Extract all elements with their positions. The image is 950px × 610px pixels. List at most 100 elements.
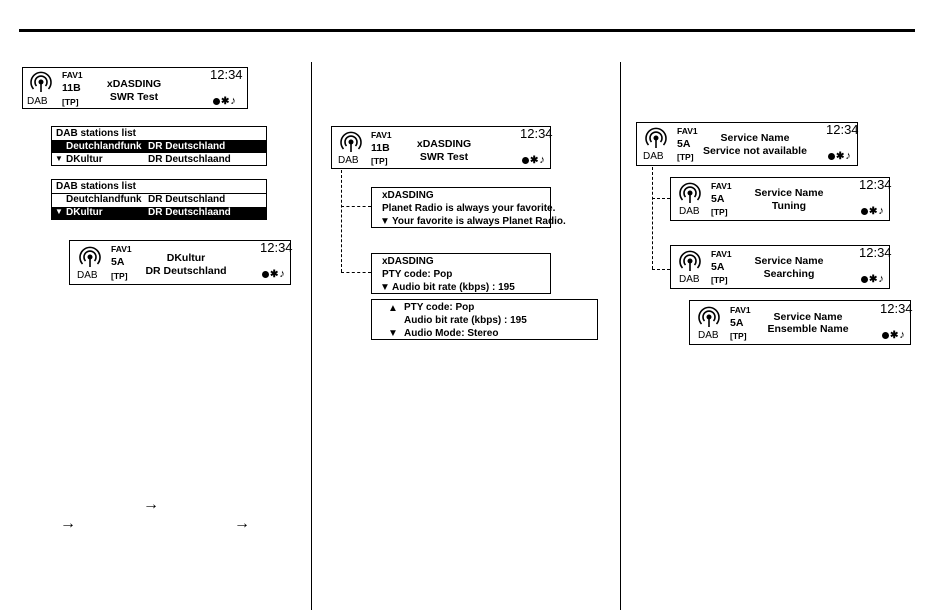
tp-label: [TP]: [730, 331, 747, 341]
status-icons: ✱♪: [882, 329, 905, 341]
fav-label: FAV1: [62, 70, 83, 80]
fav-label: FAV1: [711, 249, 732, 259]
bluetooth-icon: ✱: [869, 205, 878, 217]
bluetooth-icon: ✱: [869, 273, 878, 285]
list-item[interactable]: ▼ DKultur DR Deutschlaand: [52, 154, 266, 166]
fav-label: FAV1: [711, 181, 732, 191]
pty-code: PTY code: Pop: [382, 269, 453, 280]
band-label: DAB: [698, 330, 719, 341]
fav-label: FAV1: [730, 305, 751, 315]
arrow-right-icon: →: [143, 496, 159, 513]
tp-label: [TP]: [371, 156, 388, 166]
radio-wave-icon: [30, 71, 52, 92]
tp-label: [TP]: [711, 207, 728, 217]
channel-label: 11B: [62, 82, 81, 94]
status-icons: ✱♪: [861, 273, 884, 285]
status-icons: ✱♪: [828, 150, 851, 162]
scroll-down-icon: ▼: [55, 207, 63, 216]
cd-icon: [262, 270, 269, 278]
station-name: DKultur: [66, 154, 103, 165]
radio-display-ensemble: DAB FAV1 5A [TP] Service Name Ensemble N…: [689, 300, 913, 345]
channel-label: 5A: [111, 256, 125, 268]
cd-icon: [861, 275, 868, 283]
info-panel-pty: xDASDING PTY code: Pop ▼ Audio bit rate …: [371, 253, 551, 294]
ensemble-name: DR Deutschland: [148, 194, 226, 205]
service-status: Searching: [763, 268, 815, 280]
music-note-icon: ♪: [279, 268, 285, 280]
service-status: Tuning: [771, 200, 807, 212]
ensemble-name: DR Deutschland: [148, 141, 226, 152]
radio-display-xdasding: DAB FAV1 11B [TP] xDASDING SWR Test 12:3…: [331, 126, 553, 169]
service-name: Service Name: [773, 311, 843, 323]
bluetooth-icon: ✱: [221, 95, 230, 107]
cd-icon: [213, 97, 220, 105]
band-label: DAB: [27, 96, 48, 107]
status-icons: ✱♪: [262, 268, 285, 280]
clock: 12:34: [210, 67, 243, 82]
service-name: Service Name: [720, 132, 790, 144]
channel-label: 5A: [730, 317, 744, 329]
fav-label: FAV1: [371, 130, 392, 140]
station-subtitle: DR Deutschland: [145, 265, 227, 277]
radio-wave-icon: [645, 127, 667, 148]
music-note-icon: ♪: [230, 95, 236, 107]
station-subtitle: SWR Test: [109, 91, 159, 103]
music-note-icon: ♪: [878, 205, 884, 217]
stations-list-1: DAB stations list Deutchlandfunk DR Deut…: [51, 126, 267, 166]
bluetooth-icon: ✱: [270, 268, 279, 280]
stations-list-2: DAB stations list Deutchlandfunk DR Deut…: [51, 179, 267, 220]
radio-display-tuning: DAB FAV1 5A [TP] Service Name Tuning 12:…: [670, 177, 892, 221]
arrow-right-icon: →: [234, 515, 250, 532]
station-name: Deutchlandfunk: [66, 141, 142, 152]
service-status: Service not available: [703, 145, 807, 157]
fav-label: FAV1: [111, 244, 132, 254]
scroll-up-icon: ▲: [388, 303, 398, 314]
cd-icon: [861, 207, 868, 215]
cd-icon: [522, 156, 529, 164]
station-name: xDASDING: [416, 138, 472, 150]
music-note-icon: ♪: [845, 150, 851, 162]
list-item[interactable]: Deutchlandfunk DR Deutschland: [52, 194, 266, 206]
tp-label: [TP]: [111, 271, 128, 281]
station-name: xDASDING: [382, 256, 434, 267]
clock: 12:34: [260, 240, 293, 255]
station-name: xDASDING: [106, 78, 162, 90]
tp-label: [TP]: [677, 152, 694, 162]
clock: 12:34: [520, 126, 553, 141]
music-note-icon: ♪: [539, 154, 545, 166]
connector-line: [341, 272, 371, 273]
list-item[interactable]: ▼ DKultur DR Deutschlaand: [52, 207, 266, 219]
station-name: DKultur: [66, 207, 103, 218]
bluetooth-icon: ✱: [530, 154, 539, 166]
column-divider-2: [620, 62, 621, 610]
status-icons: ✱♪: [213, 95, 236, 107]
connector-line: [652, 167, 653, 269]
scroll-down-icon: ▼: [380, 282, 390, 293]
connector-line: [652, 198, 670, 199]
list-item[interactable]: Deutchlandfunk DR Deutschland: [52, 141, 266, 153]
channel-label: 5A: [677, 138, 691, 150]
clock: 12:34: [859, 245, 892, 260]
top-rule: [19, 29, 915, 32]
radio-display-dkultur: DAB FAV1 5A [TP] DKultur DR Deutschland …: [69, 240, 293, 285]
band-label: DAB: [338, 155, 359, 166]
radiotext-line: Planet Radio is always your favorite.: [382, 203, 556, 214]
cd-icon: [828, 152, 835, 160]
list-title: DAB stations list: [56, 128, 137, 139]
radio-display-not-available: DAB FAV1 5A [TP] Service Name Service no…: [636, 122, 859, 166]
connector-line: [341, 206, 371, 207]
radio-wave-icon: [679, 250, 701, 271]
list-divider: [52, 193, 266, 194]
station-name: DKultur: [166, 252, 206, 264]
station-name: xDASDING: [382, 190, 434, 201]
station-name: Deutchlandfunk: [66, 194, 142, 205]
column-divider-1: [311, 62, 312, 610]
radio-display-xdasding: DAB FAV1 11B [TP] xDASDING SWR Test 12:3…: [22, 67, 248, 109]
band-label: DAB: [679, 206, 700, 217]
status-icons: ✱♪: [861, 205, 884, 217]
channel-label: 5A: [711, 193, 725, 205]
scroll-down-icon: ▼: [380, 216, 390, 227]
music-note-icon: ♪: [878, 273, 884, 285]
bit-rate: Audio bit rate (kbps) : 195: [404, 315, 527, 326]
scroll-down-icon: ▼: [388, 328, 398, 339]
